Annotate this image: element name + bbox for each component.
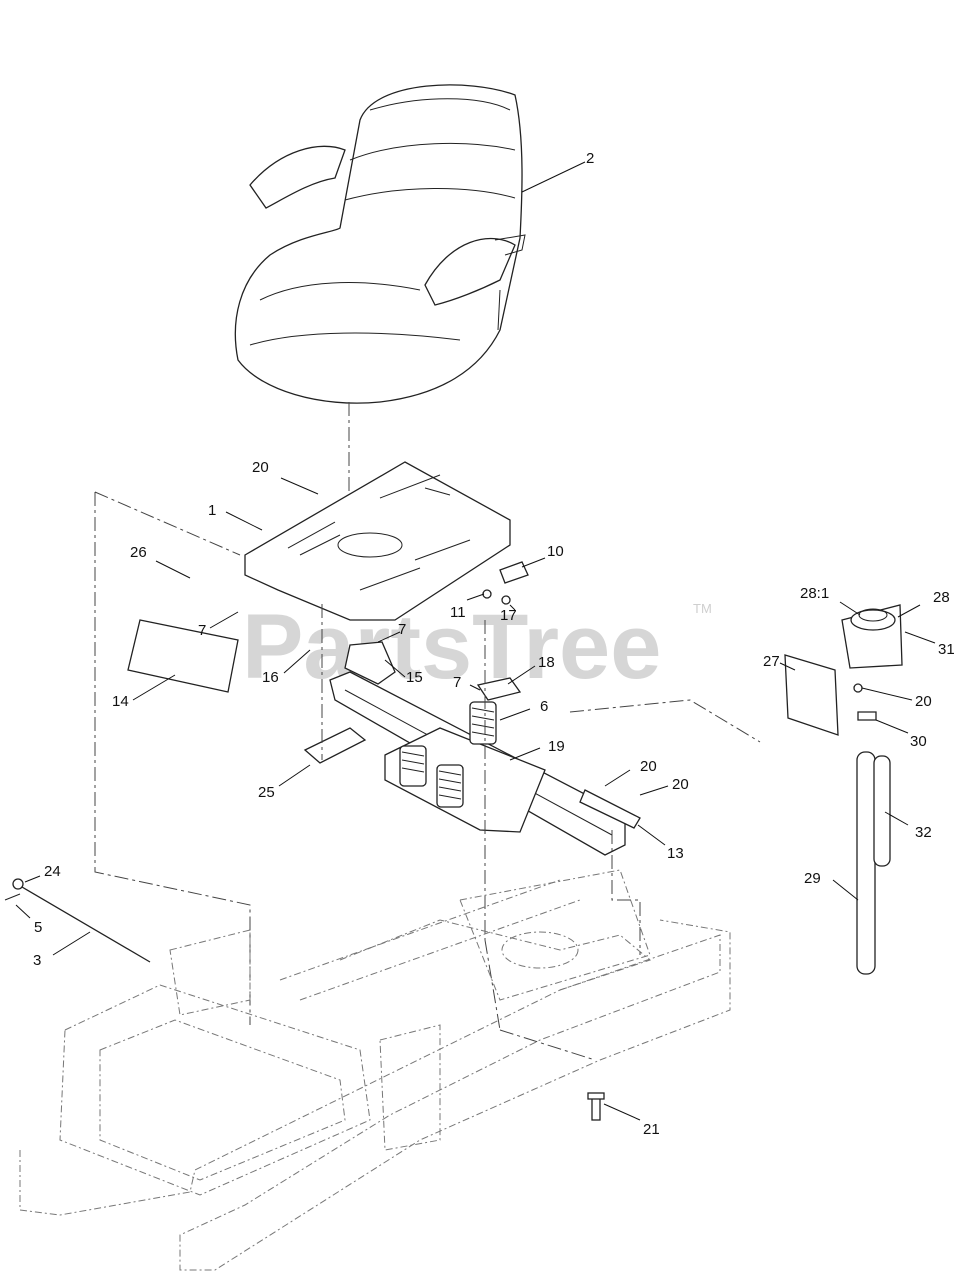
- callout-7-mid: 7: [398, 621, 406, 638]
- bolt-21: [587, 1092, 605, 1121]
- callout-7-right: 7: [453, 674, 461, 691]
- seat-part: [234, 84, 526, 404]
- callout-21: 21: [643, 1121, 660, 1138]
- callout-26: 26: [130, 544, 147, 561]
- callout-15: 15: [406, 669, 423, 686]
- cable-part: [4, 878, 151, 963]
- callout-5: 5: [34, 919, 42, 936]
- callout-10: 10: [547, 543, 564, 560]
- leader-lines: [15, 477, 936, 1121]
- assembly-outline-left: [94, 491, 251, 1025]
- callout-19: 19: [548, 738, 565, 755]
- callout-1: 1: [208, 502, 216, 519]
- seat-support-assembly: [127, 561, 641, 856]
- callout-11: 11: [450, 604, 466, 621]
- callout-7-left: 7: [198, 622, 206, 639]
- callout-13: 13: [667, 845, 684, 862]
- leader-2: [521, 161, 586, 193]
- callout-18: 18: [538, 654, 555, 671]
- callout-27: 27: [763, 653, 780, 670]
- callout-25: 25: [258, 784, 275, 801]
- watermark-trademark: TM: [693, 601, 712, 616]
- callout-17: 17: [500, 607, 517, 624]
- callout-14: 14: [112, 693, 129, 710]
- callout-20-reservoir: 20: [915, 693, 932, 710]
- callout-29: 29: [804, 870, 821, 887]
- guide-lines-middle: [321, 604, 761, 1061]
- callout-20-top: 20: [252, 459, 269, 476]
- spring-coils: [399, 701, 497, 808]
- seat-plate-part: [244, 461, 511, 621]
- callout-3: 3: [33, 952, 41, 969]
- callout-6: 6: [540, 698, 548, 715]
- callout-32: 32: [915, 824, 932, 841]
- callout-28: 28: [933, 589, 950, 606]
- callout-31: 31: [938, 641, 955, 658]
- callout-30: 30: [910, 733, 927, 750]
- callout-24: 24: [44, 863, 61, 880]
- callout-20-mid: 20: [640, 758, 657, 775]
- watermark-text: PartsTree: [242, 596, 661, 698]
- callout-20-right: 20: [672, 776, 689, 793]
- callout-28-1: 28:1: [800, 585, 829, 602]
- callout-16: 16: [262, 669, 279, 686]
- mower-frame: [19, 869, 731, 1271]
- callout-labels: 2 20 1 26 10 11 17 7 7 7 16 15 18 14 6 1…: [33, 150, 955, 1138]
- callout-2: 2: [586, 150, 594, 167]
- reservoir-assembly: [784, 604, 903, 975]
